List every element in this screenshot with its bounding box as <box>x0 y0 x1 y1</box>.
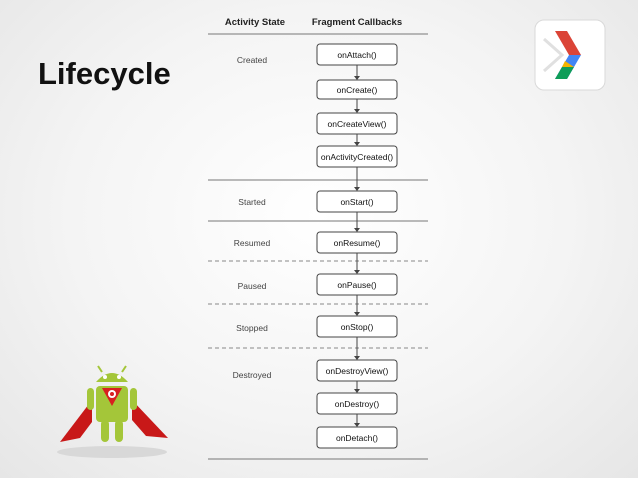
callback-on-activity-created: onActivityCreated() <box>316 145 398 168</box>
header-fragment-callbacks: Fragment Callbacks <box>312 17 402 28</box>
developers-logo-icon <box>534 19 606 91</box>
android-mascot-icon <box>57 365 168 458</box>
callback-on-attach: onAttach() <box>316 43 398 66</box>
svg-text:onActivityCreated(): onActivityCreated() <box>321 152 393 162</box>
svg-text:onStart(): onStart() <box>340 197 373 207</box>
svg-text:onCreateView(): onCreateView() <box>328 119 387 129</box>
arrowhead-10 <box>354 423 360 427</box>
callback-on-detach: onDetach() <box>316 426 398 449</box>
arrowhead-8 <box>354 356 360 360</box>
state-created: Created <box>237 55 268 65</box>
svg-text:onDestroyView(): onDestroyView() <box>326 366 389 376</box>
slide-title: Lifecycle <box>38 56 171 91</box>
callback-on-create-view: onCreateView() <box>316 112 398 135</box>
header-activity-state: Activity State <box>225 17 285 28</box>
state-paused: Paused <box>238 281 267 291</box>
svg-text:onDetach(): onDetach() <box>336 433 378 443</box>
callback-on-destroy-view: onDestroyView() <box>316 359 398 382</box>
callback-on-stop: onStop() <box>316 315 398 338</box>
svg-text:onCreate(): onCreate() <box>337 85 378 95</box>
callback-on-resume: onResume() <box>316 231 398 254</box>
arrowhead-3 <box>354 142 360 146</box>
callback-on-create: onCreate() <box>316 79 398 100</box>
arrowhead-4 <box>354 187 360 191</box>
state-destroyed: Destroyed <box>233 370 272 380</box>
arrowhead-1 <box>354 76 360 80</box>
svg-text:onDestroy(): onDestroy() <box>335 399 380 409</box>
svg-text:onPause(): onPause() <box>337 280 376 290</box>
svg-text:onResume(): onResume() <box>334 238 381 248</box>
svg-text:onAttach(): onAttach() <box>337 50 376 60</box>
arrowhead-5 <box>354 228 360 232</box>
svg-text:onStop(): onStop() <box>341 322 374 332</box>
state-started: Started <box>238 197 266 207</box>
arrowhead-6 <box>354 270 360 274</box>
arrowhead-9 <box>354 389 360 393</box>
state-stopped: Stopped <box>236 323 268 333</box>
arrowhead-2 <box>354 109 360 113</box>
callback-on-pause: onPause() <box>316 273 398 296</box>
arrowhead-7 <box>354 312 360 316</box>
callback-on-destroy: onDestroy() <box>316 392 398 415</box>
callback-on-start: onStart() <box>316 190 398 213</box>
state-resumed: Resumed <box>234 238 271 248</box>
